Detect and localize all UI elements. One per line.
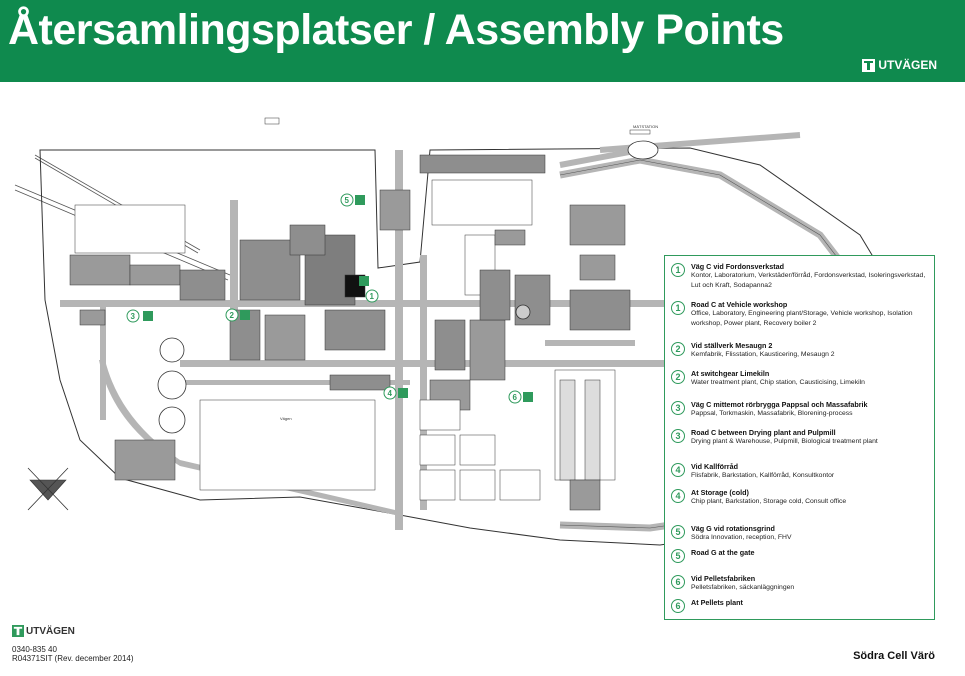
legend-entry-desc: Pelletsfabriken, säckanläggningen xyxy=(691,584,795,591)
assembly-point-3[interactable]: 3 xyxy=(126,309,140,323)
legend-entry-desc: Flisfabrik, Barkstation, Kallförråd, Kon… xyxy=(691,472,835,479)
assembly-point-4[interactable]: 4 xyxy=(383,386,408,400)
legend-entry-title: Väg G vid rotationsgrind xyxy=(691,524,775,533)
entrance-road: MÄTSTATION xyxy=(559,124,801,168)
legend-entry-desc: Pappsal, Torkmaskin, Massafabrik, Bloren… xyxy=(691,410,853,417)
footer-logo-text: UTVÄGEN xyxy=(26,625,75,637)
assembly-point-6[interactable]: 6 xyxy=(508,390,533,404)
legend-entry-title: Väg C vid Fordonsverkstad xyxy=(691,262,785,271)
assembly-point-2a[interactable]: 2 xyxy=(225,308,250,322)
assembly-point-number: 2 xyxy=(230,311,235,320)
assembly-point-number: 5 xyxy=(345,196,350,205)
legend-entry-title: Vid Pelletsfabriken xyxy=(691,574,756,583)
legend-entry-number: 2 xyxy=(671,342,685,356)
company-name: Södra Cell Värö xyxy=(853,650,935,662)
legend-entry-number: 5 xyxy=(671,549,685,563)
legend-entry-desc: Chip plant, Barkstation, Storage cold, C… xyxy=(691,498,847,505)
utvagen-logo-icon xyxy=(862,58,876,72)
legend-entry-desc: Kemfabrik, Flisstation, Kausticering, Me… xyxy=(691,351,835,358)
assembly-point-5[interactable]: 5 xyxy=(340,193,365,207)
logo-text: UTVÄGEN xyxy=(878,58,937,72)
matstation-label: MÄTSTATION xyxy=(633,124,658,129)
legend-entry-number: 4 xyxy=(671,489,685,503)
vagen-label: Vägen xyxy=(280,416,292,421)
legend-entry-number: 1 xyxy=(671,301,685,315)
legend-entry-number: 1 xyxy=(671,263,685,277)
legend-entry-desc: Drying plant & Warehouse, Pulpmill, Biol… xyxy=(691,438,878,445)
assembly-point-number: 3 xyxy=(131,312,136,321)
legend-entry-desc: Södra Innovation, reception, FHV xyxy=(691,534,792,541)
legend-entry-title: Vid ställverk Mesaugn 2 xyxy=(691,341,773,350)
assembly-point-number: 6 xyxy=(513,393,518,402)
legend-entry-desc: Water treatment plant, Chip station, Cau… xyxy=(691,379,865,386)
legend-entry-number: 2 xyxy=(671,370,685,384)
legend-entry-desc: Office, Laboratory, Engineering plant/St… xyxy=(691,310,913,327)
legend-entry-desc: Kontor, Laboratorium, Verkstäder/förråd,… xyxy=(691,272,926,289)
internal-roads xyxy=(60,150,680,530)
utvagen-logo-icon xyxy=(12,625,24,637)
page-title: Återsamlingsplatser / Assembly Points xyxy=(8,6,784,54)
assembly-point-number: 4 xyxy=(388,389,393,398)
legend-entry-title: At Pellets plant xyxy=(691,598,743,607)
legend-entry-number: 3 xyxy=(671,401,685,415)
legend-entry-title: Vid Kallförråd xyxy=(691,462,738,471)
legend-entry-number: 5 xyxy=(671,525,685,539)
utvagen-logo: UTVÄGEN xyxy=(862,58,937,72)
legend-entry-title: At switchgear Limekiln xyxy=(691,369,770,378)
assembly-point-1[interactable]: 1 xyxy=(359,276,379,303)
legend-entry-number: 3 xyxy=(671,429,685,443)
site-map: MÄTSTATION xyxy=(14,117,916,546)
doc-code: R04371SIT (Rev. december 2014) xyxy=(12,654,134,663)
legend-entry-title: Road C between Drying plant and Pulpmill xyxy=(691,428,836,437)
storage-tanks xyxy=(157,304,531,434)
compass-icon xyxy=(27,467,69,511)
legend-entry-title: At Storage (cold) xyxy=(691,488,749,497)
legend-entry-number: 6 xyxy=(671,599,685,613)
doc-number: 0340-835 40 xyxy=(12,645,57,654)
header-banner: Återsamlingsplatser / Assembly Points UT… xyxy=(0,0,965,82)
legend-entry-number: 6 xyxy=(671,575,685,589)
buildings xyxy=(69,117,631,511)
legend-entry-title: Road C at Vehicle workshop xyxy=(691,300,788,309)
assembly-points: 1 2 3 4 5 6 xyxy=(126,193,533,404)
legend-entry-title: Road G at the gate xyxy=(691,548,755,557)
assembly-point-number: 1 xyxy=(370,292,375,301)
assembly-point-2b[interactable] xyxy=(143,311,153,321)
footer-logo: UTVÄGEN xyxy=(12,625,75,637)
legend-entry-number: 4 xyxy=(671,463,685,477)
legend-entry-title: Väg C mittemot rörbrygga Pappsal och Mas… xyxy=(691,400,868,409)
